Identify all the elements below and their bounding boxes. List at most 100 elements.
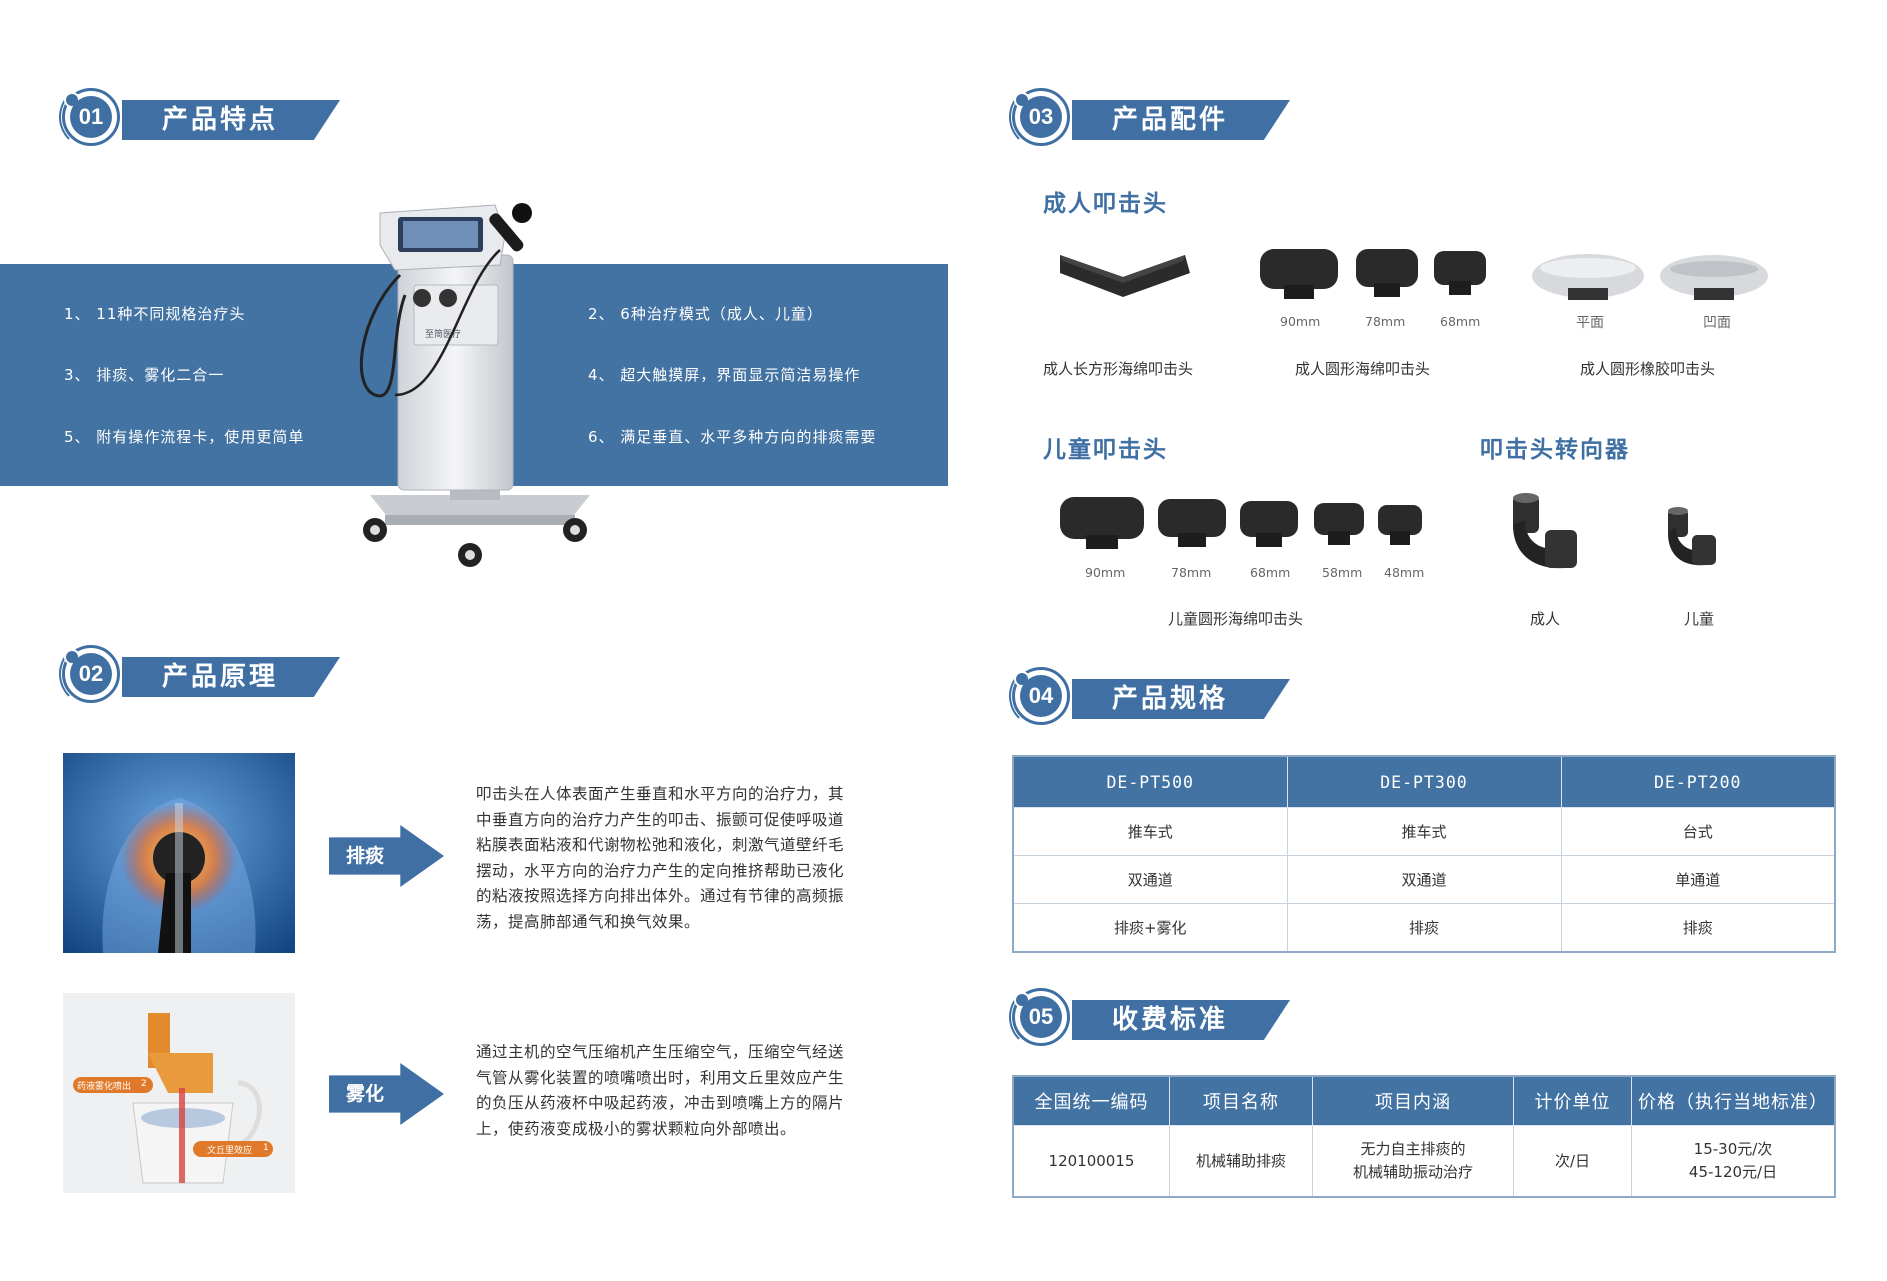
therapy-machine-image: 至简医疗 — [359, 203, 590, 567]
feature-item: 2、 6种治疗模式（成人、儿童） — [588, 305, 823, 323]
text-line: 粘膜表面粘液和代谢物松弛和液化，刺激气道壁纤毛 — [476, 836, 845, 854]
text-line: 的粘液按照选择方向排出体外。通过有节律的高频振 — [476, 887, 845, 905]
size-label: 90mm — [1280, 314, 1321, 329]
table-cell: 推车式 — [1012, 807, 1288, 856]
text-line: 荡，提高肺部通气和换气效果。 — [476, 912, 701, 931]
size-label: 58mm — [1322, 565, 1363, 580]
table-cell: 排痰 — [1286, 903, 1562, 953]
feature-item: 4、 超大触摸屏，界面显示简洁易操作 — [588, 366, 861, 384]
sputum-illustration — [63, 753, 295, 953]
table-row: 推车式 推车式 台式 — [1012, 807, 1836, 856]
adapter-title: 叩击头转向器 — [1480, 437, 1630, 463]
size-label: 68mm — [1440, 314, 1481, 329]
column-header: DE-PT200 — [1560, 755, 1836, 808]
feature-item: 3、 排痰、雾化二合一 — [64, 366, 225, 384]
tag-venturi-effect-number: 1 — [263, 1143, 269, 1153]
column-header: 计价单位 — [1513, 1075, 1632, 1126]
adapter-label-adult: 成人 — [1530, 610, 1561, 628]
child-adapter-image — [1668, 507, 1716, 566]
text-line: 通过主机的空气压缩机产生压缩空气，压缩空气经送 — [476, 1043, 845, 1061]
column-header: 项目内涵 — [1312, 1075, 1514, 1126]
table-cell: 台式 — [1560, 807, 1836, 856]
child-round-head-image — [1060, 497, 1422, 549]
section-header-accessories: 03 产品配件 — [1009, 85, 1312, 149]
adult-heads-title: 成人叩击头 — [1043, 191, 1168, 217]
adult-round-head-caption: 成人圆形海绵叩击头 — [1295, 360, 1431, 378]
fee-code: 120100015 — [1012, 1125, 1170, 1198]
adult-long-head-caption: 成人长方形海绵叩击头 — [1043, 360, 1194, 378]
text-line: 摆动，水平方向的治疗力产生的定向推挤帮助已液化 — [476, 861, 845, 880]
feature-item: 6、 满足垂直、水平多种方向的排痰需要 — [588, 428, 877, 446]
text-line: 45-120元/日 — [1688, 1163, 1778, 1181]
size-label: 78mm — [1365, 314, 1406, 329]
adult-adapter-image — [1513, 493, 1577, 569]
section-number: 03 — [1020, 96, 1062, 138]
table-header-row: 全国统一编码 项目名称 项目内涵 计价单位 价格（执行当地标准） — [1012, 1075, 1836, 1126]
section-number: 05 — [1020, 996, 1062, 1038]
size-label: 78mm — [1171, 565, 1212, 580]
size-label: 48mm — [1384, 565, 1425, 580]
fee-item-name: 机械辅助排痰 — [1169, 1125, 1313, 1198]
table-row: 双通道 双通道 单通道 — [1012, 855, 1836, 904]
table-cell: 推车式 — [1286, 807, 1562, 856]
section-title: 产品配件 — [1112, 105, 1229, 135]
table-cell: 排痰+雾化 — [1012, 903, 1288, 953]
machine-brand-label: 至简医疗 — [425, 328, 461, 340]
text-line: 中垂直方向的治疗力产生的叩击、振颤可促使呼吸道 — [476, 810, 845, 829]
rubber-type-label: 平面 — [1576, 315, 1604, 331]
spec-table: DE-PT500 DE-PT300 DE-PT200 推车式 推车式 台式 双通… — [1012, 755, 1836, 953]
column-header: 全国统一编码 — [1012, 1075, 1170, 1126]
section-number: 01 — [70, 96, 112, 138]
table-cell: 双通道 — [1286, 855, 1562, 904]
adult-long-head-image — [1060, 255, 1190, 297]
adult-round-head-image — [1260, 249, 1486, 299]
column-header: DE-PT300 — [1286, 755, 1562, 808]
text-line: 气管从雾化装置的喷嘴喷出时，利用文丘里效应产生 — [476, 1068, 845, 1087]
table-cell: 单通道 — [1560, 855, 1836, 904]
tag-atomize-spray-number: 2 — [141, 1079, 147, 1089]
atomizer-illustration: 药液雾化喷出 2 文丘里效应 1 — [63, 993, 295, 1193]
atomize-description: 通过主机的空气压缩机产生压缩空气，压缩空气经送 气管从雾化装置的喷嘴喷出时，利用… — [476, 1040, 896, 1142]
section-title: 产品规格 — [1112, 684, 1229, 714]
text-line: 无力自主排痰的 — [1360, 1140, 1466, 1158]
child-heads-title: 儿童叩击头 — [1043, 437, 1168, 463]
section-header-specs: 04 产品规格 — [1009, 664, 1312, 728]
table-cell: 双通道 — [1012, 855, 1288, 904]
size-label: 90mm — [1085, 565, 1126, 580]
adult-rubber-head-image — [1532, 254, 1768, 300]
section-header-features: 01 产品特点 — [59, 85, 362, 149]
text-line: 机械辅助振动治疗 — [1352, 1163, 1473, 1181]
section-header-principle: 02 产品原理 — [59, 642, 362, 706]
atomize-arrow: 雾化 — [329, 1063, 444, 1125]
sputum-description: 叩击头在人体表面产生垂直和水平方向的治疗力，其 中垂直方向的治疗力产生的叩击、振… — [476, 782, 896, 935]
table-header-row: DE-PT500 DE-PT300 DE-PT200 — [1012, 755, 1836, 808]
fee-price: 15-30元/次 45-120元/日 — [1631, 1125, 1836, 1198]
section-number: 04 — [1020, 675, 1062, 717]
size-label: 68mm — [1250, 565, 1291, 580]
rubber-type-label: 凹面 — [1703, 315, 1731, 331]
fee-item-content: 无力自主排痰的 机械辅助振动治疗 — [1312, 1125, 1514, 1198]
section-title: 产品特点 — [162, 105, 279, 135]
fee-table: 全国统一编码 项目名称 项目内涵 计价单位 价格（执行当地标准） 1201000… — [1012, 1075, 1836, 1198]
section-title: 产品原理 — [162, 662, 279, 692]
child-round-head-caption: 儿童圆形海绵叩击头 — [1168, 610, 1304, 628]
text-line: 15-30元/次 — [1693, 1140, 1773, 1158]
tag-venturi-effect: 文丘里效应 — [207, 1146, 253, 1156]
atomize-arrow-label: 雾化 — [345, 1083, 384, 1105]
sputum-arrow: 排痰 — [329, 825, 444, 887]
feature-item: 5、 附有操作流程卡，使用更简单 — [64, 428, 305, 446]
section-header-fees: 05 收费标准 — [1009, 985, 1312, 1049]
text-line: 的负压从药液杯中吸起药液，冲击到喷嘴上方的隔片 — [476, 1094, 845, 1112]
section-title: 收费标准 — [1112, 1005, 1229, 1035]
adapter-label-child: 儿童 — [1684, 610, 1715, 628]
sputum-arrow-label: 排痰 — [345, 845, 384, 867]
table-row: 120100015 机械辅助排痰 无力自主排痰的 机械辅助振动治疗 次/日 15… — [1012, 1125, 1836, 1198]
text-line: 上，使药液变成极小的雾状颗粒向外部喷出。 — [476, 1119, 797, 1138]
section-number: 02 — [70, 653, 112, 695]
text-line: 叩击头在人体表面产生垂直和水平方向的治疗力，其 — [476, 785, 845, 803]
adult-rubber-head-caption: 成人圆形橡胶叩击头 — [1580, 360, 1716, 378]
fee-unit: 次/日 — [1513, 1125, 1632, 1198]
table-cell: 排痰 — [1560, 903, 1836, 953]
table-row: 排痰+雾化 排痰 排痰 — [1012, 903, 1836, 953]
column-header: DE-PT500 — [1012, 755, 1288, 808]
